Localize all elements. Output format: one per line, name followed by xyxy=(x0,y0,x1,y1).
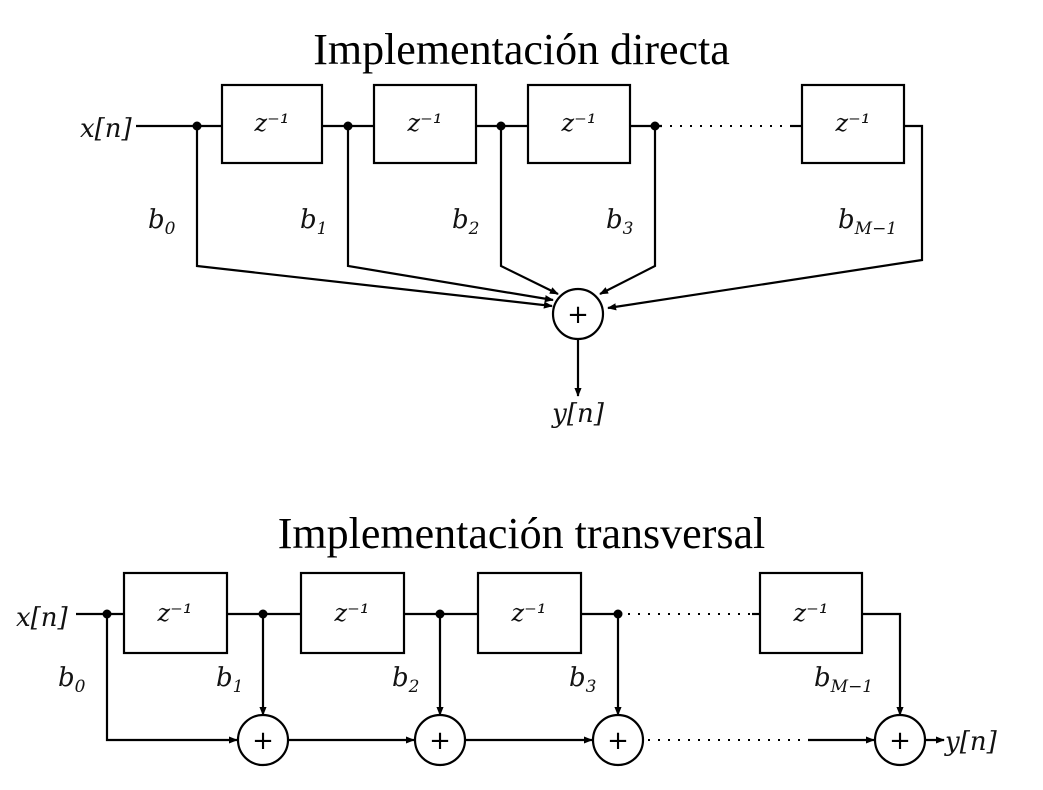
direct-summer: + xyxy=(551,287,605,341)
direct-tap-3 xyxy=(599,126,657,295)
transversal-delay-4: z⁻¹ xyxy=(758,571,864,655)
delay-label: z⁻¹ xyxy=(511,599,547,627)
direct-delay-3: z⁻¹ xyxy=(526,83,632,165)
coef-b2: b2 xyxy=(392,663,419,697)
adder-circle xyxy=(413,713,467,767)
title-transversal-implementation: Implementación transversal xyxy=(277,509,766,558)
transversal-delay-2: z⁻¹ xyxy=(299,571,406,655)
delay-label: z⁻¹ xyxy=(793,599,829,627)
transversal-adder-1: + xyxy=(236,713,290,767)
delay-label: z⁻¹ xyxy=(407,109,443,137)
coef-b1: b1 xyxy=(216,663,243,697)
adder-plus: + xyxy=(567,300,589,330)
coef-bM-1: bM−1 xyxy=(814,663,873,697)
direct-diagram: x[n] z⁻¹ z⁻¹ z⁻¹ z⁻¹ xyxy=(80,83,924,429)
transversal-adder-4: + xyxy=(873,713,927,767)
transversal-tap-0 xyxy=(105,614,238,744)
coef-b1: b1 xyxy=(300,205,327,239)
adder-circle xyxy=(873,713,927,767)
transversal-tap-last xyxy=(862,612,904,716)
delay-label: z⁻¹ xyxy=(835,109,871,137)
transversal-adder-3: + xyxy=(591,713,645,767)
delay-box xyxy=(758,571,864,655)
adder-plus: + xyxy=(889,726,911,756)
adder-plus: + xyxy=(607,726,629,756)
transversal-delay-3: z⁻¹ xyxy=(476,571,583,655)
direct-tap-2 xyxy=(499,126,559,295)
coef-b2: b2 xyxy=(452,205,479,239)
adder-plus: + xyxy=(429,726,451,756)
direct-tap-1 xyxy=(346,126,554,303)
delay-label: z⁻¹ xyxy=(334,599,370,627)
direct-tap-last xyxy=(607,124,924,311)
transversal-input-label: x[n] xyxy=(16,603,69,633)
coef-b3: b3 xyxy=(569,663,596,697)
delay-box xyxy=(476,571,583,655)
transversal-output-label: y[n] xyxy=(944,727,998,757)
delay-box xyxy=(220,83,324,165)
adder-circle xyxy=(591,713,645,767)
coef-b0: b0 xyxy=(148,205,176,239)
coef-b3: b3 xyxy=(606,205,633,239)
adder-circle xyxy=(236,713,290,767)
direct-tap-0 xyxy=(195,126,553,309)
coef-bM-1: bM−1 xyxy=(838,205,897,239)
adder-plus: + xyxy=(252,726,274,756)
transversal-delay-1: z⁻¹ xyxy=(122,571,229,655)
delay-box xyxy=(299,571,406,655)
delay-box xyxy=(122,571,229,655)
coef-b0: b0 xyxy=(58,663,86,697)
direct-delay-1: z⁻¹ xyxy=(220,83,324,165)
delay-label: z⁻¹ xyxy=(561,109,597,137)
delay-label: z⁻¹ xyxy=(157,599,193,627)
direct-delay-4: z⁻¹ xyxy=(800,83,906,165)
direct-output-label: y[n] xyxy=(551,399,605,429)
delay-label: z⁻¹ xyxy=(254,109,290,137)
delay-box xyxy=(526,83,632,165)
delay-box xyxy=(800,83,906,165)
transversal-diagram: x[n] z⁻¹ z⁻¹ z⁻¹ z⁻¹ xyxy=(16,571,998,767)
delay-box xyxy=(372,83,478,165)
direct-input-label: x[n] xyxy=(80,114,133,144)
title-direct-implementation: Implementación directa xyxy=(313,25,730,74)
direct-delay-2: z⁻¹ xyxy=(372,83,478,165)
transversal-adder-2: + xyxy=(413,713,467,767)
